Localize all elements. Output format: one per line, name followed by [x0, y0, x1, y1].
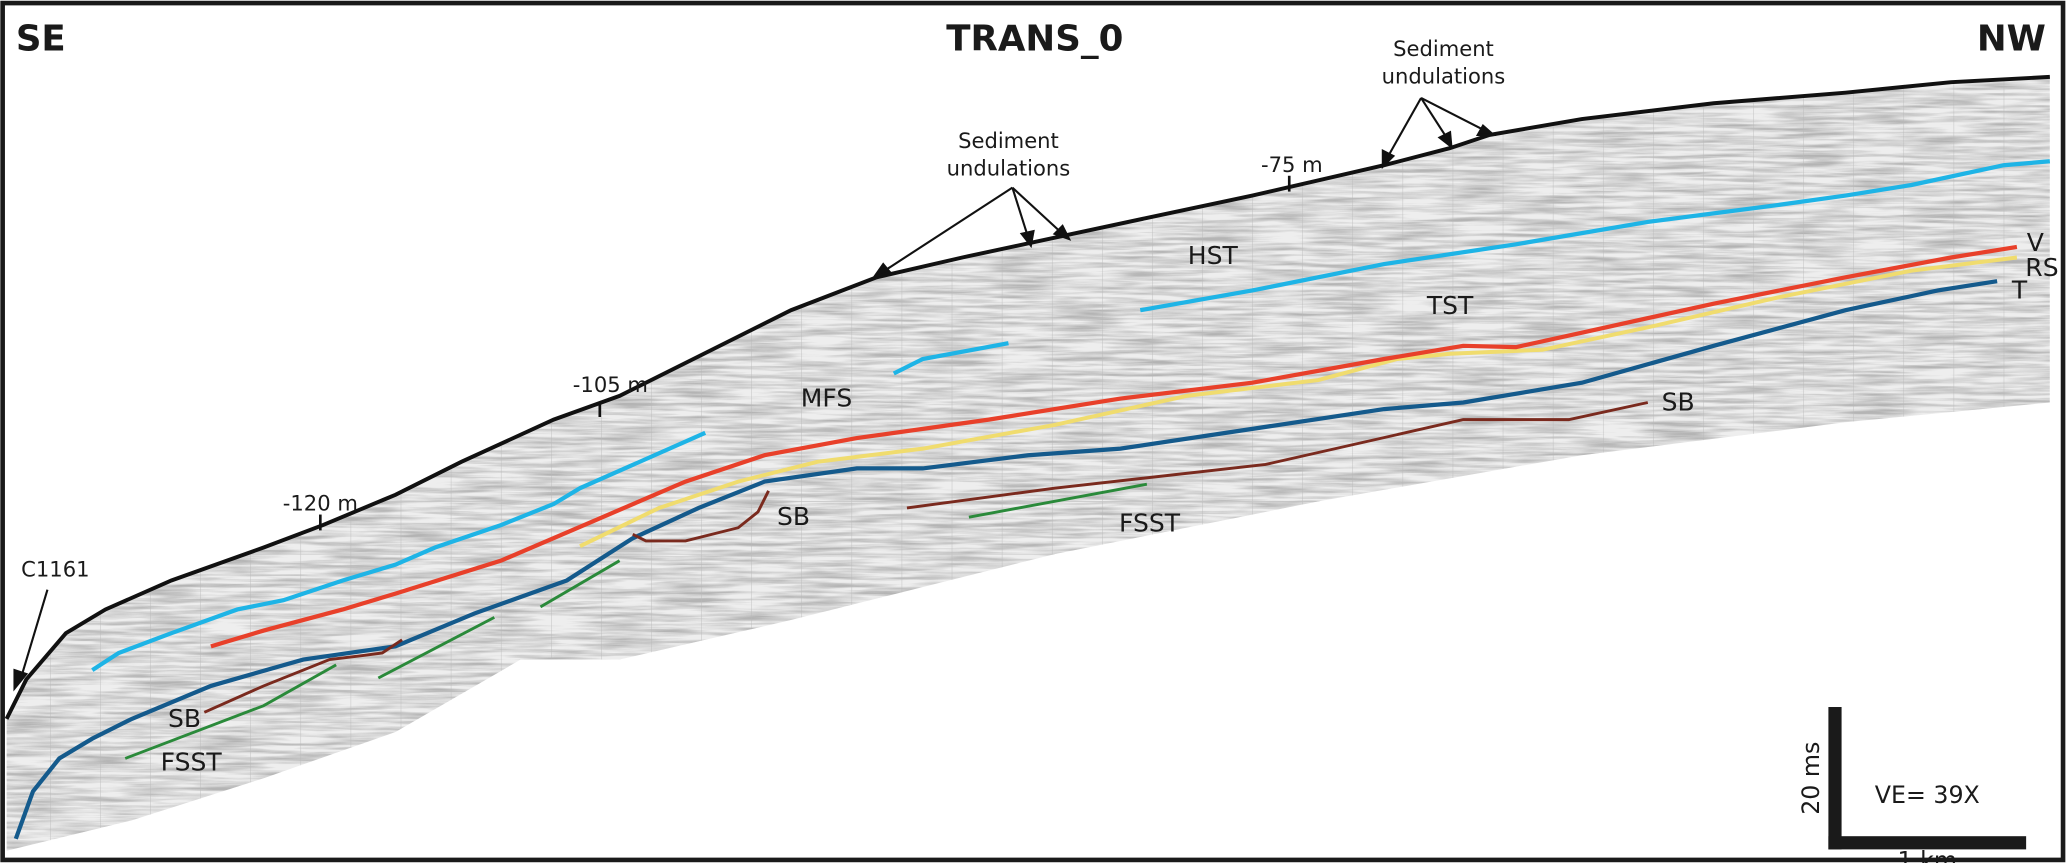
unit-mfs: MFS [801, 383, 852, 412]
scale-vertical-bar [1828, 707, 1842, 850]
arrows [13, 97, 1497, 692]
unit-sb-left: SB [168, 704, 201, 733]
depth-120: -120 m [283, 491, 358, 516]
brown-horizon-mid [632, 490, 770, 543]
unit-t: T [2011, 275, 2028, 304]
seafloor-line [4, 74, 2050, 720]
unit-rs: RS [2025, 253, 2058, 282]
unit-fsst-center: FSST [1119, 509, 1181, 538]
core-label: C1161 [21, 557, 89, 582]
fsst-green-3 [539, 559, 621, 609]
depth-ticks [319, 175, 1291, 531]
sb-horizon [13, 279, 1998, 840]
scale-horizontal-bar [1828, 836, 2027, 850]
unit-hst: HST [1188, 241, 1239, 270]
undulations-2-line2: undulations [1382, 63, 1506, 88]
scale-bar: 20 ms VE= 39X 1 km [1797, 707, 2027, 863]
direction-nw: NW [1977, 19, 2046, 60]
unit-fsst-left: FSST [161, 747, 223, 776]
unit-sb-center: SB [777, 502, 810, 531]
red-horizon [210, 244, 2018, 649]
brown-horizon-right [906, 401, 1649, 510]
brown-horizon-left [203, 638, 403, 714]
direction-se: SE [16, 19, 66, 60]
depth-105: -105 m [573, 372, 648, 397]
mfs-horizon-mid [892, 341, 1009, 376]
scale-vertical-label: 20 ms [1797, 742, 1825, 815]
fsst-green-1 [124, 663, 337, 760]
fsst-green-4 [968, 482, 1148, 519]
undulations-1-line2: undulations [947, 156, 1071, 181]
unit-sb-right: SB [1662, 387, 1695, 416]
depth-75: -75 m [1261, 152, 1323, 177]
mfs-horizon-right [1139, 159, 2051, 313]
yellow-horizon [579, 255, 2018, 548]
scale-exaggeration: VE= 39X [1875, 781, 1980, 809]
unit-tst: TST [1426, 291, 1474, 320]
unit-v: V [2027, 228, 2044, 257]
figure-title: TRANS_0 [946, 19, 1123, 60]
mfs-horizon-left [91, 430, 707, 672]
undulations-1-line1: Sediment [958, 128, 1059, 153]
fsst-green-2 [377, 616, 496, 680]
undulations-2-line1: Sediment [1393, 36, 1494, 61]
